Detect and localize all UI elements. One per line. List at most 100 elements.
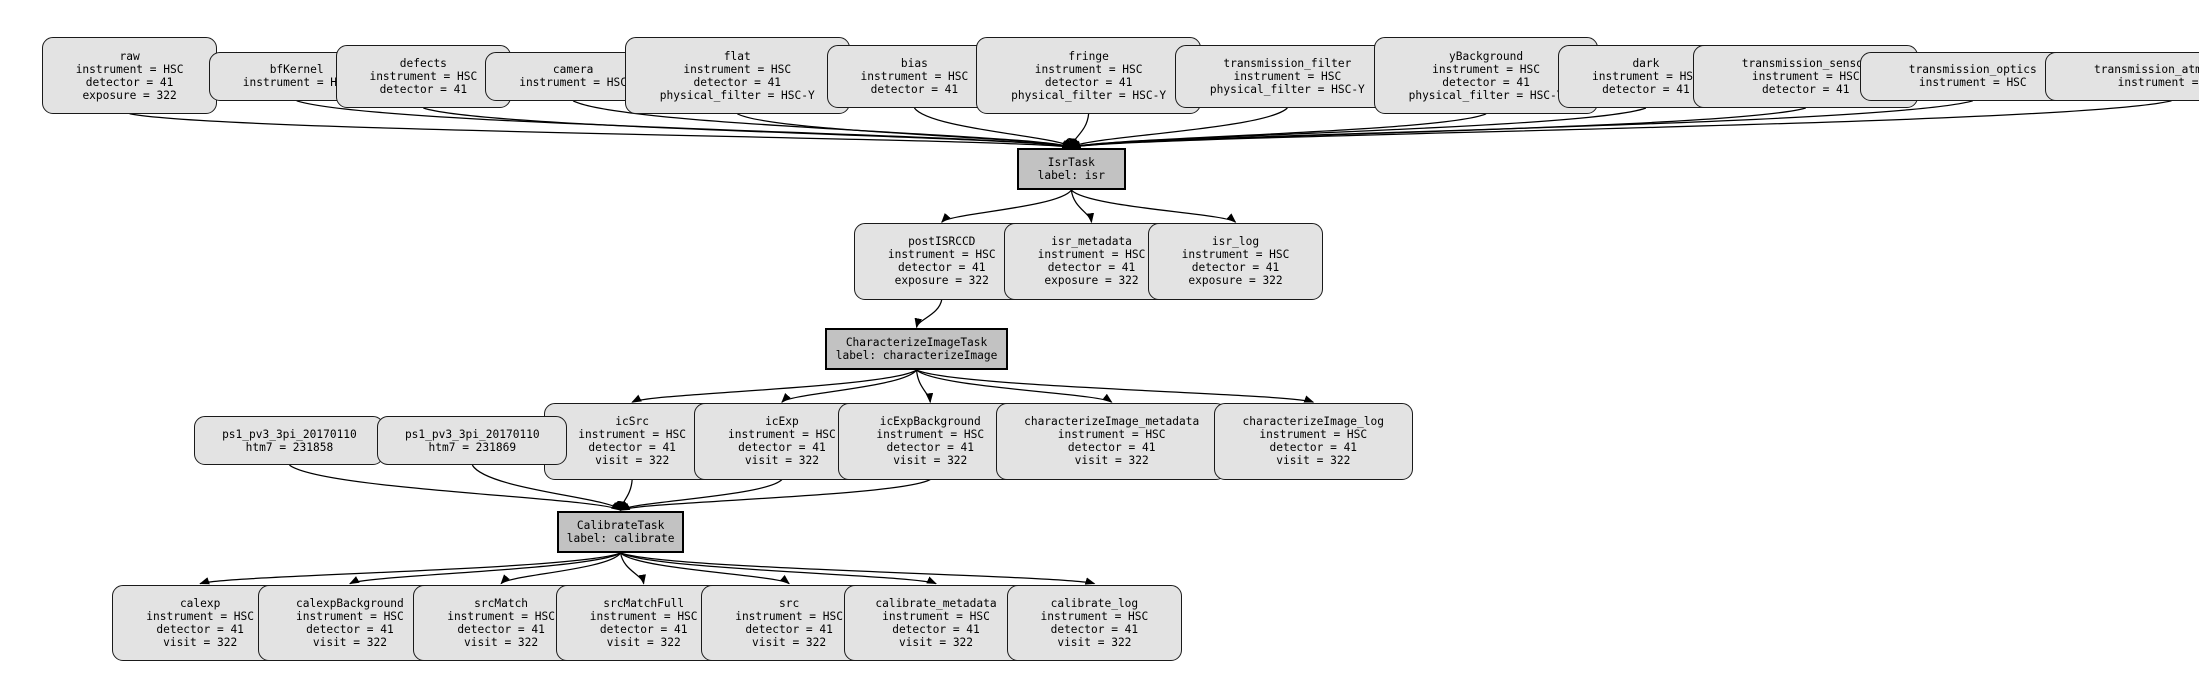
node-dimension: instrument = HSC xyxy=(728,428,836,442)
node-title: CharacterizeImageTask xyxy=(845,336,988,350)
node-dimension: physical_filter = HSC-Y xyxy=(1011,88,1167,102)
node-title: bfKernel xyxy=(269,63,324,77)
edge-CharacterizeImageTask-to-characterizeImage_metadata xyxy=(916,369,1113,403)
edges xyxy=(129,100,2172,585)
edge-CalibrateTask-to-srcMatch xyxy=(500,552,622,585)
node-dimension: detector = 41 xyxy=(892,622,980,636)
node-dimension: instrument = HSC xyxy=(1233,69,1342,83)
node-dimension: instrument = HSC xyxy=(876,428,985,442)
node-dimension: exposure = 322 xyxy=(1188,274,1283,288)
node-title: isr_log xyxy=(1211,235,1260,249)
node-dimension: instrument = HSC xyxy=(1751,69,1860,83)
node-dimension: visit = 322 xyxy=(464,635,539,649)
node-dimension: instrument = HSC xyxy=(1432,62,1540,76)
node-dimension: instrument = HSC xyxy=(735,609,843,623)
node-dimension: instrument = HSC xyxy=(519,76,627,90)
node-dimension: instrument = HSC xyxy=(2117,76,2199,90)
node-dimension: instrument = HSC xyxy=(447,609,555,623)
edge-IsrTask-to-postISRCCD xyxy=(941,189,1072,223)
node-dimension: instrument = HSC xyxy=(242,76,351,90)
node-dimension: visit = 322 xyxy=(606,635,681,649)
edge-CalibrateTask-to-calexpBackground xyxy=(349,552,621,585)
node-dimension: detector = 41 xyxy=(599,622,688,636)
node-dimension: detector = 41 xyxy=(1047,261,1136,275)
edge-CharacterizeImageTask-to-icExp xyxy=(781,369,918,403)
dataset-node-transmission_atmosphere[interactable]: transmission_atmosphereinstrument = HSC xyxy=(2044,51,2199,101)
node-title: postISRCCD xyxy=(908,235,976,249)
node-dimension: htm7 = 231869 xyxy=(428,440,517,454)
node-dimension: instrument = HSC xyxy=(1037,248,1146,262)
node-dimension: instrument = HSC xyxy=(296,609,404,623)
edge-icExp-to-CalibrateTask xyxy=(619,479,783,511)
node-dimension: instrument = HSC xyxy=(1592,69,1700,83)
node-title: characterizeImage_metadata xyxy=(1024,415,1200,429)
node-title: bias xyxy=(900,56,928,70)
node-dimension: detector = 41 xyxy=(870,82,959,96)
node-dimension: visit = 322 xyxy=(312,635,387,649)
node-dimension: exposure = 322 xyxy=(82,88,177,102)
node-title: flat xyxy=(723,49,751,63)
node-dimension: detector = 41 xyxy=(457,622,545,636)
node-dimension: visit = 322 xyxy=(898,635,974,649)
edge-CalibrateTask-to-srcMatchFull xyxy=(620,552,646,585)
node-dimension: visit = 322 xyxy=(1057,635,1132,649)
node-title: srcMatchFull xyxy=(603,596,685,610)
node-title: CalibrateTask xyxy=(576,519,665,533)
node-dimension: instrument = HSC xyxy=(887,248,996,262)
node-title: transmission_optics xyxy=(1908,63,2037,77)
node-dimension: visit = 322 xyxy=(752,635,827,649)
node-dimension: detector = 41 xyxy=(588,441,676,455)
node-dimension: detector = 41 xyxy=(306,622,394,636)
node-dimension: detector = 41 xyxy=(379,82,468,96)
node-dimension: instrument = HSC xyxy=(1259,428,1368,442)
node-dimension: physical_filter = HSC-Y xyxy=(1209,82,1365,96)
node-title: icSrc xyxy=(615,415,649,429)
node-title: dark xyxy=(1632,56,1660,70)
node-dimension: physical_filter = HSC-Y xyxy=(659,88,815,102)
node-dimension: instrument = HSC xyxy=(683,62,792,76)
node-dimension: visit = 322 xyxy=(595,454,670,468)
node-dimension: label: isr xyxy=(1037,169,1106,183)
node-title: calibrate_metadata xyxy=(875,596,997,610)
node-title: ps1_pv3_3pi_20170110 xyxy=(222,427,357,441)
edge-icSrc-to-CalibrateTask xyxy=(617,479,633,512)
node-dimension: detector = 41 xyxy=(1761,82,1850,96)
node-title: camera xyxy=(552,63,594,77)
node-dimension: instrument = HSC xyxy=(146,609,255,623)
edge-transmission_filter-to-IsrTask xyxy=(1070,107,1288,148)
node-dimension: instrument = HSC xyxy=(860,69,969,83)
node-dimension: detector = 41 xyxy=(1602,82,1690,96)
node-title: defects xyxy=(399,56,447,70)
edge-bias-to-IsrTask xyxy=(913,107,1073,149)
node-dimension: detector = 41 xyxy=(1044,75,1133,89)
edge-flat-to-IsrTask xyxy=(736,113,1073,148)
edge-CalibrateTask-to-calibrate_metadata xyxy=(620,552,937,585)
node-dimension: detector = 41 xyxy=(1050,622,1139,636)
node-dimension: detector = 41 xyxy=(1269,441,1358,455)
node-title: isr_metadata xyxy=(1051,235,1132,249)
node-dimension: label: calibrate xyxy=(566,532,675,546)
node-title: srcMatch xyxy=(474,596,529,610)
